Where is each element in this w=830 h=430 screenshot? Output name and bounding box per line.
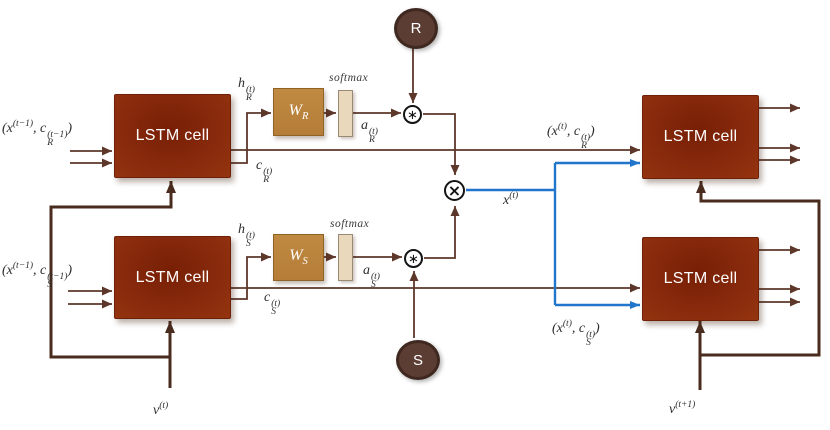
h-r-line [229,108,271,164]
lstm-cell-bottom-right: LSTM cell [642,237,759,321]
state-s-label: (x(t), c(t)S) [552,319,600,348]
softmax-label-s: softmax [330,218,370,230]
softmax-bar-s [338,234,353,281]
r-selector-node: R [394,8,438,49]
lstm-cell-label: LSTM cell [135,268,210,286]
v-t-label: v(t) [153,401,169,418]
elementwise-mult-s-icon: ∗ [404,249,423,268]
lstm-cell-top-left: LSTM cell [114,94,231,178]
state-r-label: (x(t), c(t)R) [547,122,595,151]
v-t1-label: v(t+1) [669,400,696,417]
elementwise-mult-r-icon: ∗ [403,105,422,124]
times-operator-glyph: × [447,180,462,200]
lstm-cell-label: LSTM cell [135,127,210,144]
asterisk-operator-glyph: ∗ [408,251,419,267]
s-node-label: S [412,351,423,369]
ast-r-to-tensor-arrow [423,113,460,175]
s-selector-node: S [396,340,440,380]
h-s-label: h(t)S [238,222,255,249]
lstm-cell-label: LSTM cell [663,270,738,287]
c-s-label: c(t)S [264,290,281,317]
lstm-cell-bottom-left: LSTM cell [114,236,231,319]
right-feedback-loop [696,181,821,357]
lstm-cell-label: LSTM cell [663,128,738,145]
input-state-r-label: (x(t−1), c(t−1)R) [2,119,73,148]
h-s-line [229,252,271,300]
ast-s-to-tensor-arrow [424,206,460,259]
x-t-label: x(t) [503,191,519,208]
lstm-cell-top-right: LSTM cell [642,95,759,179]
asterisk-operator-glyph: ∗ [407,107,418,123]
softmax-bar-r [338,90,353,137]
a-s-label: a(t)S [363,263,380,290]
wr-label: WR [288,101,309,123]
a-r-label: a(t)R [361,118,378,145]
weight-matrix-ws: WS [273,234,324,281]
input-state-s-label: (x(t−1), c(t−1)S) [2,261,73,290]
r-node-label: R [410,20,422,37]
tensor-product-icon: × [444,180,465,201]
h-r-label: h(t)R [238,76,255,103]
ws-label: WS [289,247,308,268]
softmax-label-r: softmax [329,72,369,84]
weight-matrix-wr: WR [273,88,324,136]
c-r-label: c(t)R [256,158,273,185]
left-feedback-loop [49,181,176,359]
